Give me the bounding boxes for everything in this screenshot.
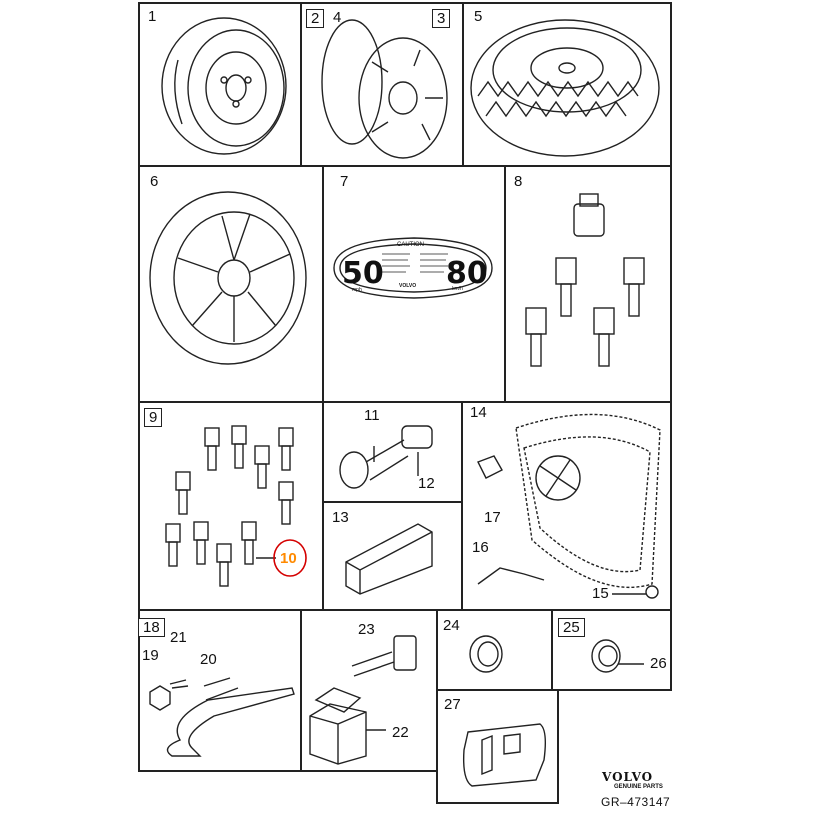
callout-22[interactable]: 22 [392,724,409,741]
hubcap-drawing [321,19,448,159]
sensor-box-drawing [309,635,417,765]
box-drawing [345,523,433,595]
warning-mph-value: 50 [342,256,384,291]
chain-tensioner-drawing [477,455,659,599]
callout-18[interactable]: 18 [138,618,165,637]
cell-14[interactable] [461,401,672,611]
callout-9[interactable]: 9 [144,408,163,427]
callout-27[interactable]: 27 [444,696,461,713]
cell-7[interactable] [322,165,506,403]
callout-12[interactable]: 12 [418,475,435,492]
callout-16[interactable]: 16 [472,539,489,556]
cell-24[interactable] [436,609,553,691]
callout-4[interactable]: 4 [333,9,342,26]
callout-26[interactable]: 26 [650,655,667,672]
snow-chain-drawing [515,413,661,588]
holder-drawing [462,723,547,787]
warning-kmh-unit: km/h [452,286,463,292]
callout-13[interactable]: 13 [332,509,349,526]
callout-7[interactable]: 7 [340,173,349,190]
alloy-wheel-drawing [149,191,307,365]
callout-5[interactable]: 5 [474,8,483,25]
warning-title: CAUTION [397,242,424,248]
steel-rim-drawing [161,17,287,155]
strap-drawing [149,677,295,757]
callout-1[interactable]: 1 [148,8,157,25]
valve-drawing [339,425,433,489]
center-caps-drawing [469,635,644,673]
callout-14[interactable]: 14 [470,404,487,421]
lock-bolts-drawing [525,193,645,367]
warning-mph-unit: mph [352,287,362,293]
callout-21[interactable]: 21 [170,629,187,646]
brand-logo: VOLVO [602,770,654,784]
callout-19[interactable]: 19 [142,647,159,664]
callout-6[interactable]: 6 [150,173,159,190]
warning-label-drawing [333,237,493,299]
warning-kmh-value: 80 [446,256,488,291]
callout-15[interactable]: 15 [592,585,609,602]
callout-17[interactable]: 17 [484,509,501,526]
callout-25[interactable]: 25 [558,618,585,637]
callout-11[interactable]: 11 [364,407,380,424]
cell-13[interactable] [322,501,463,611]
warning-logo: VOLVO [399,283,417,289]
callout-24[interactable]: 24 [443,617,460,634]
callout-23[interactable]: 23 [358,621,375,638]
wheel-bolts-drawing [165,425,294,587]
callout-8[interactable]: 8 [514,173,523,190]
highlight-ring [273,539,307,577]
diagram-reference: GR–473147 [601,795,671,809]
spare-tire-drawing [470,19,660,157]
cell-11-12[interactable] [322,401,463,503]
brand-subtitle: GENUINE PARTS [614,784,663,790]
callout-2[interactable]: 2 [306,9,325,28]
cell-27[interactable] [436,689,559,804]
callout-10-highlighted[interactable]: 10 [280,550,297,567]
callout-3[interactable]: 3 [432,9,451,28]
callout-20[interactable]: 20 [200,651,217,668]
cell-1[interactable] [138,2,302,167]
